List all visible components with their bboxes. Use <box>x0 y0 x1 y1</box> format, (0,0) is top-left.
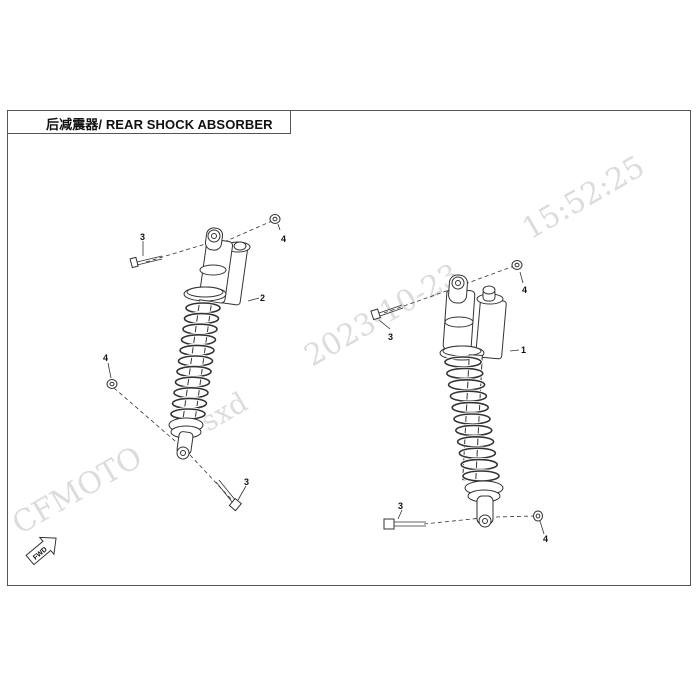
left-top-bolt <box>129 255 163 269</box>
left-spring <box>169 299 222 441</box>
callout-right-top-bolt: 3 <box>388 332 393 342</box>
drawing-frame <box>7 110 691 586</box>
callout-left-top-bolt: 3 <box>140 232 145 242</box>
right-shock-assembly: 3 4 1 3 4 <box>370 260 548 544</box>
right-reservoir <box>475 285 507 360</box>
left-shock-bottom <box>168 417 204 460</box>
right-top-nut <box>511 260 523 270</box>
right-top-bolt <box>370 304 404 321</box>
callout-right-bottom-nut: 4 <box>543 534 548 544</box>
right-shock-bottom <box>464 480 504 528</box>
left-top-nut <box>269 214 281 224</box>
page-title: 后减震器/ REAR SHOCK ABSORBER <box>46 117 273 132</box>
right-bottom-nut <box>533 510 543 522</box>
left-shock-assembly: 3 4 2 4 3 <box>103 214 286 512</box>
callout-left-shock: 2 <box>260 293 265 303</box>
callout-left-top-nut: 4 <box>281 234 286 244</box>
callout-right-bottom-bolt: 3 <box>398 501 403 511</box>
watermark-time: 15:52:25 <box>517 149 651 247</box>
callout-left-bottom-bolt: 3 <box>244 477 249 487</box>
watermark-brand: CFMOTO <box>7 440 149 542</box>
left-bottom-bolt <box>215 479 242 512</box>
left-bottom-nut <box>106 379 118 389</box>
callout-left-bottom-nut: 4 <box>103 353 108 363</box>
title-box <box>7 110 291 134</box>
callout-right-shock: 1 <box>521 345 526 355</box>
watermark: CFMOTO sxd 2023-10-23 15:52:25 <box>7 149 651 542</box>
callout-right-top-nut: 4 <box>522 285 527 295</box>
left-shock-body <box>183 227 234 304</box>
right-bottom-bolt <box>383 518 426 530</box>
right-shock-body <box>439 274 485 361</box>
right-spring <box>443 354 501 483</box>
